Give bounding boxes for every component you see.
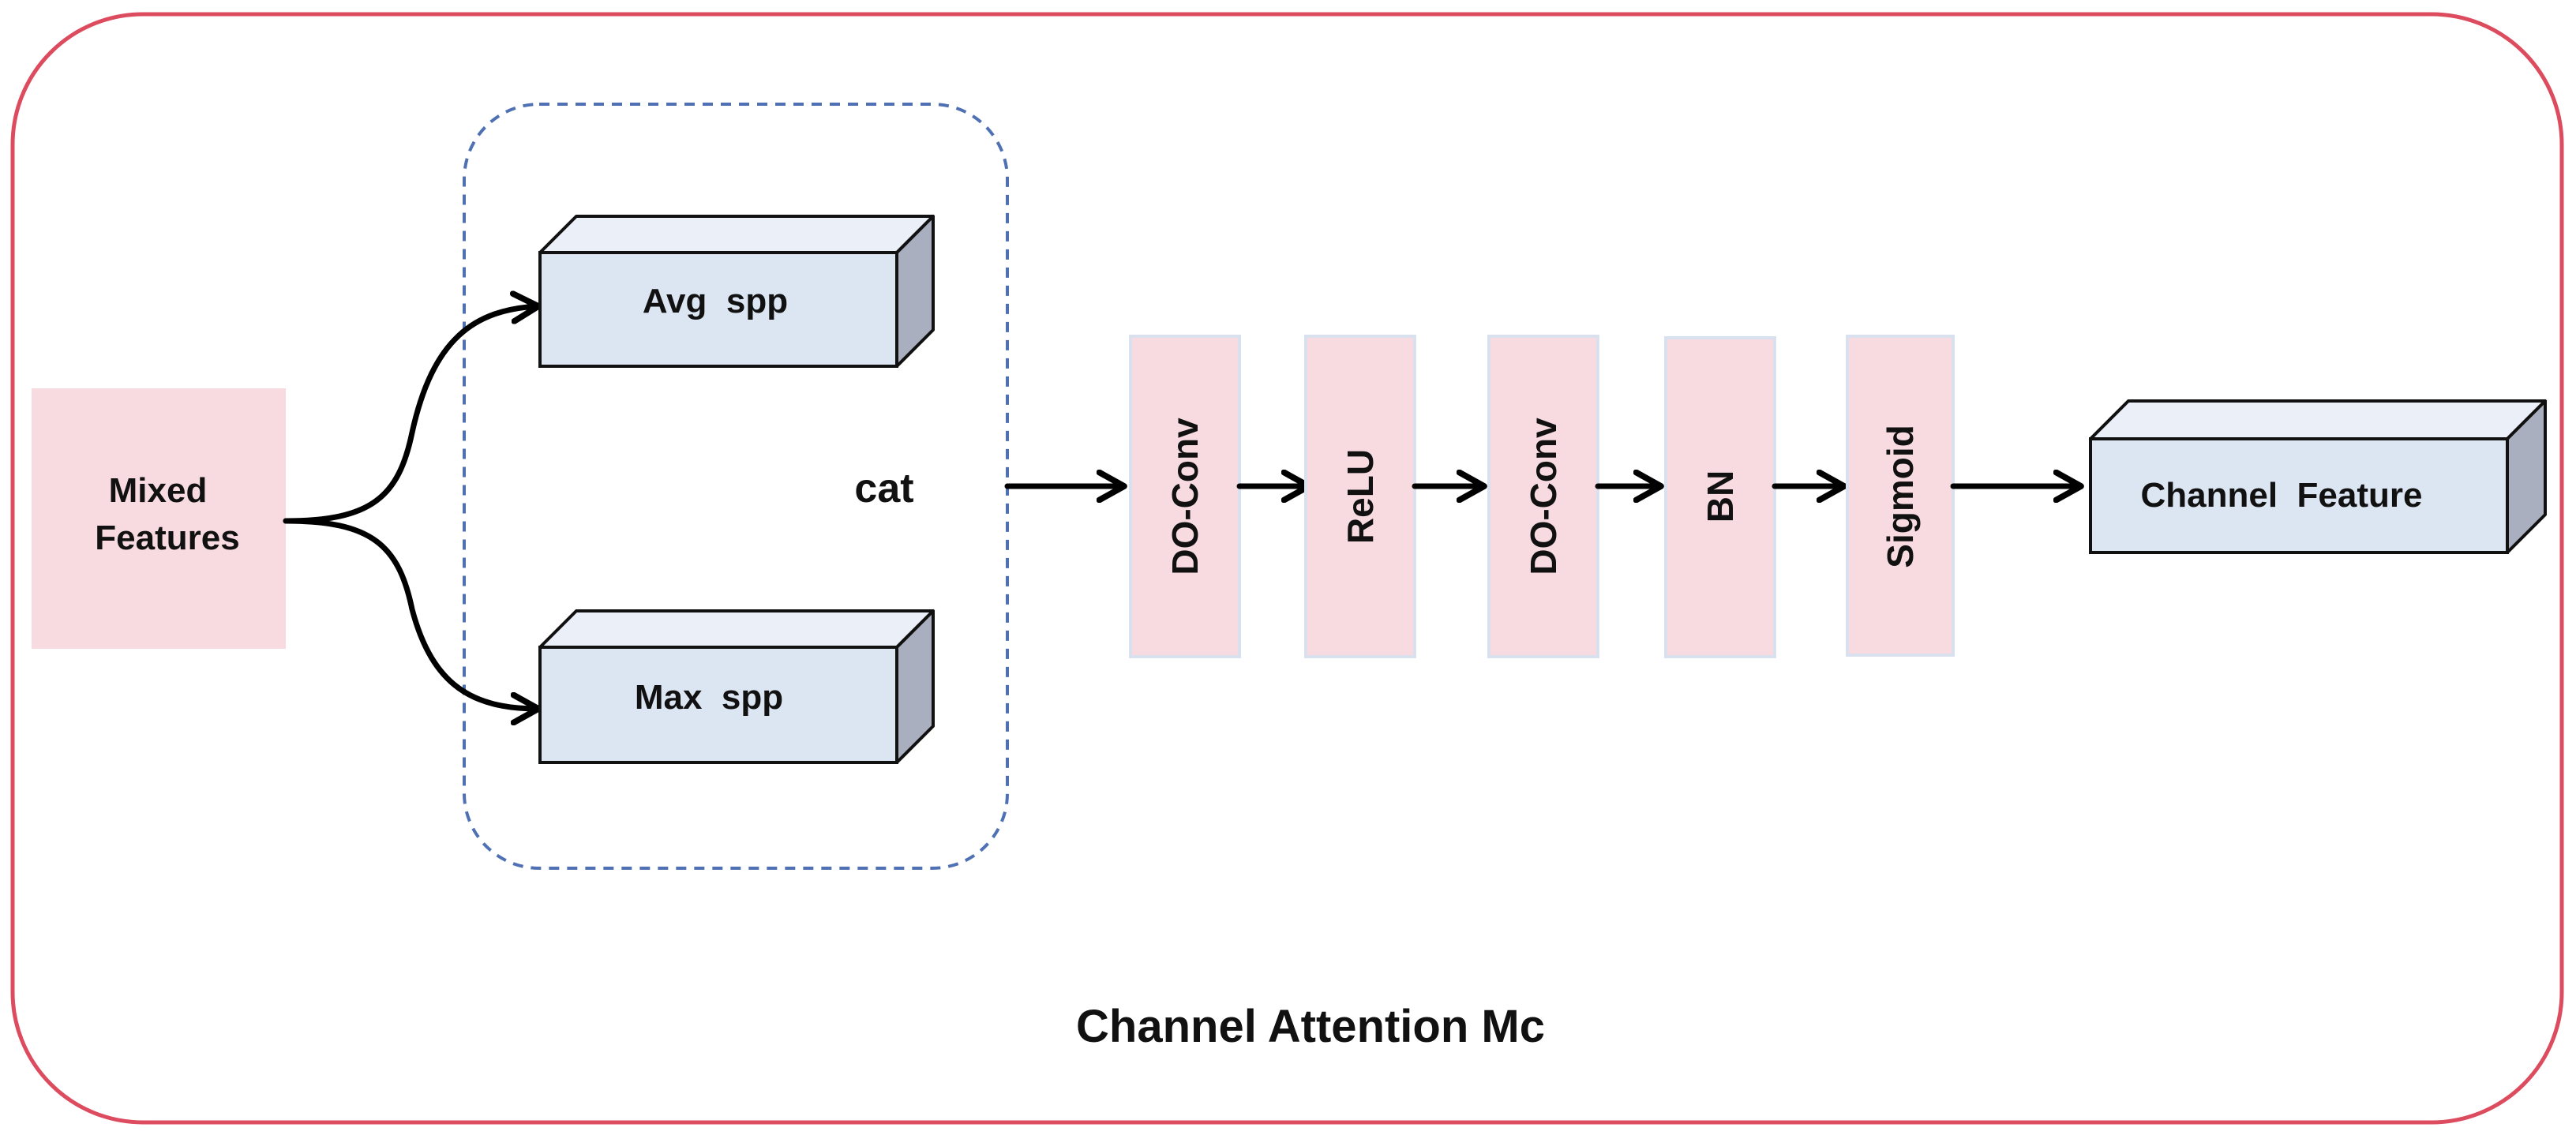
avg-spp-block: Avg spp [538,215,935,368]
diagram-title: Channel Attention Mc [1076,1001,1545,1052]
max-spp-block: Max spp [538,609,935,764]
channel-feature-label: Channel Feature [2141,476,2423,515]
stage-relu-label: ReLU [1340,449,1381,544]
mixed-features-label-line2: Features [95,519,239,557]
channel-feature-block: Channel Feature [2089,399,2547,554]
stage-doconv-1: DO-Conv [1129,335,1241,658]
stage-doconv-1-label: DO-Conv [1164,418,1206,575]
mixed-features-box: Mixed Features [32,388,286,649]
stage-relu: ReLU [1304,335,1416,658]
outer-frame [10,12,2564,1125]
stage-doconv-2: DO-Conv [1487,335,1599,658]
branch-arrow-to-avg [283,306,538,524]
max-spp-label: Max spp [635,678,783,717]
stage-bn: BN [1664,336,1776,658]
stage-doconv-2-label: DO-Conv [1523,418,1564,575]
mixed-features-label-line1: Mixed [109,471,208,510]
stage-sigmoid-label: Sigmoid [1880,425,1921,568]
stage-sigmoid: Sigmoid [1846,335,1955,657]
cat-label: cat [854,466,913,511]
branch-arrow-to-max [283,518,538,709]
avg-spp-label: Avg spp [643,282,788,320]
stage-bn-label: BN [1700,470,1741,523]
